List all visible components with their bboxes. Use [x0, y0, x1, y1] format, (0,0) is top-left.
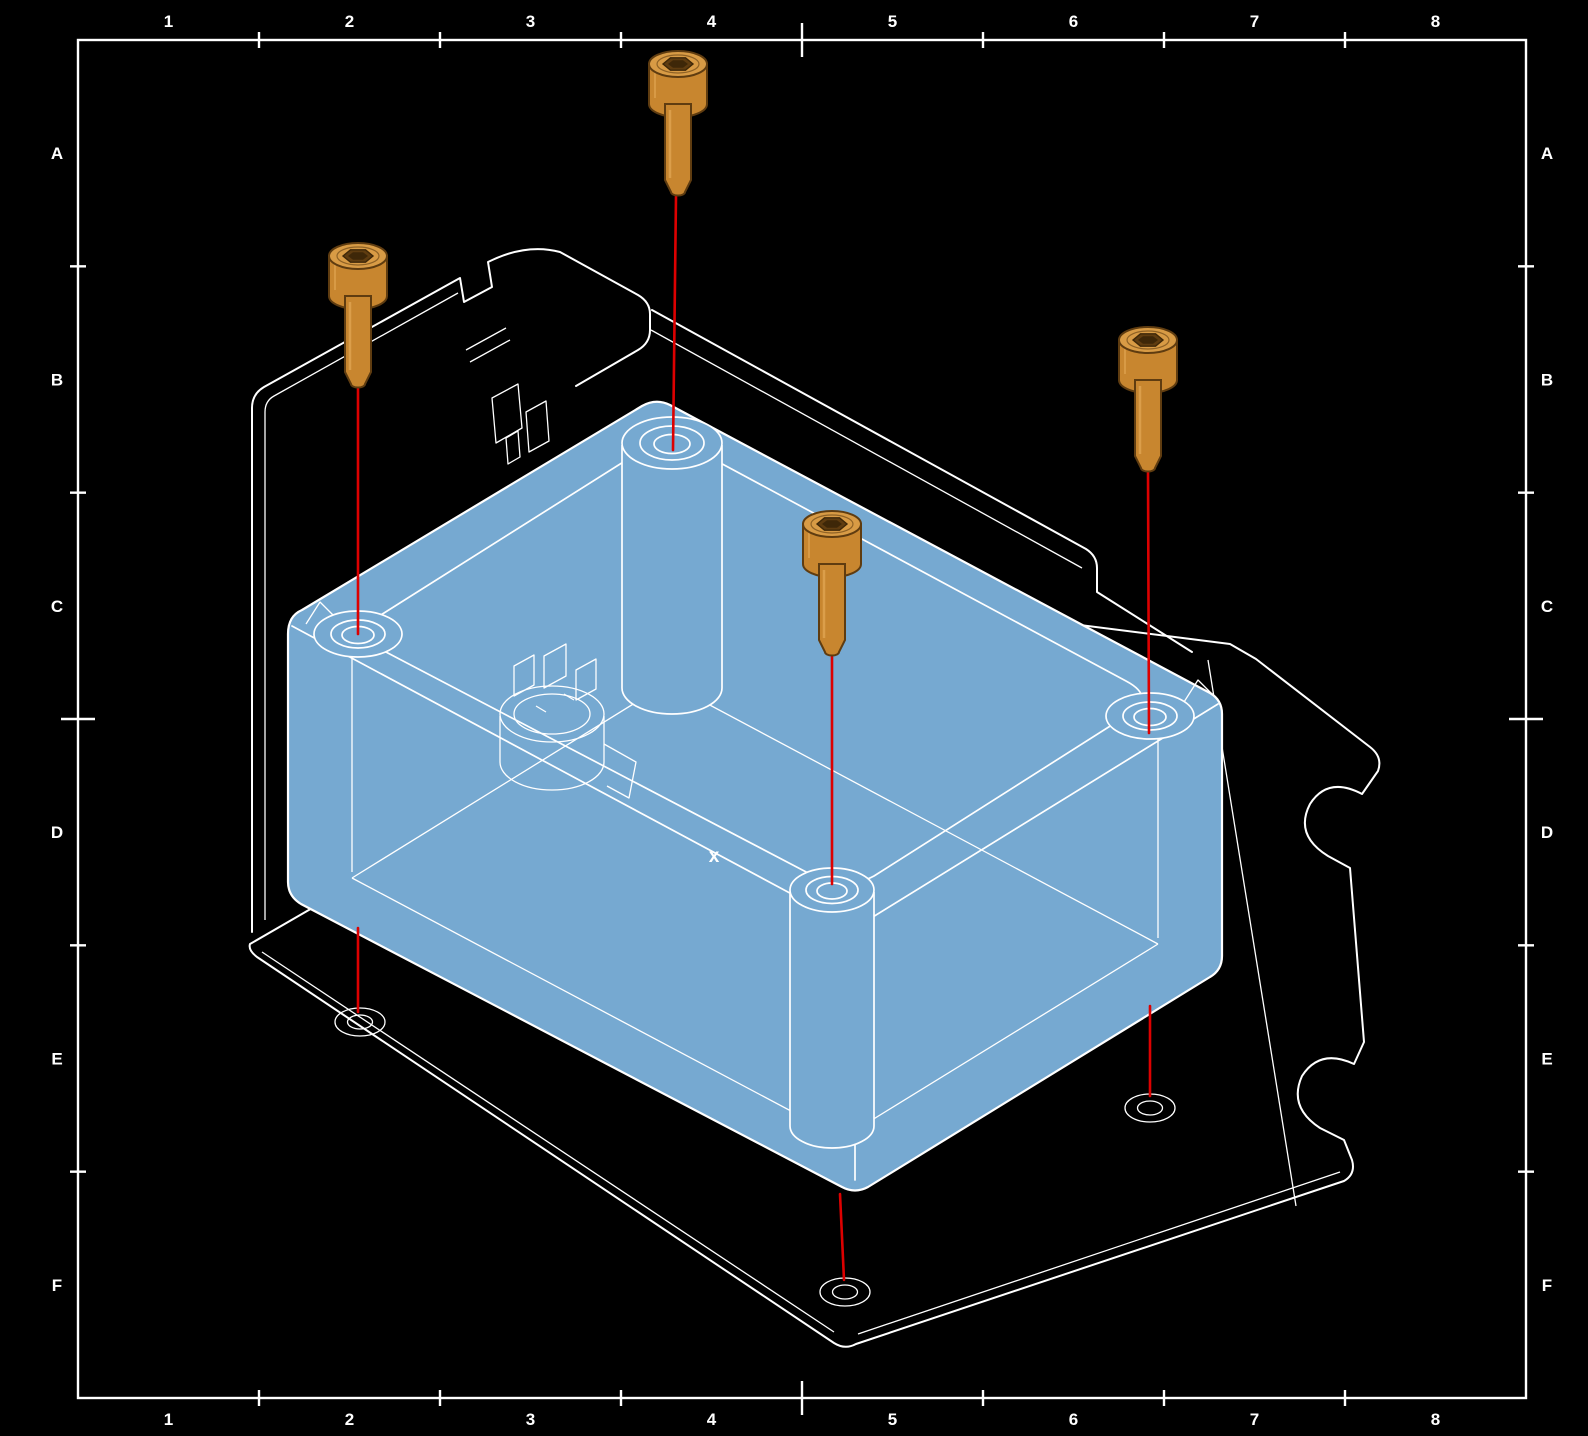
zone-label-col: 2	[345, 1410, 354, 1429]
connector-top	[499, 685, 605, 743]
plate-hole-left	[334, 1007, 386, 1037]
zone-label-col: 4	[707, 12, 717, 31]
zone-label-row: D	[1541, 823, 1553, 842]
zone-label-col: 7	[1250, 12, 1259, 31]
screw-tower	[621, 445, 723, 715]
plate-outer-edge	[248, 595, 1381, 1348]
connector-slots	[535, 693, 575, 713]
zone-label-col: 5	[888, 12, 897, 31]
centerline-center-lower	[838, 1192, 846, 1282]
zone-label-col: 3	[526, 12, 535, 31]
zone-label-row: C	[51, 597, 63, 616]
connector-body	[499, 716, 605, 791]
cover-hinge-lines	[465, 327, 511, 363]
zone-label-row: B	[1541, 371, 1553, 390]
zone-label-row: F	[52, 1276, 62, 1295]
floor-mark: x	[709, 846, 720, 867]
cover-inner-edge	[264, 292, 459, 920]
zone-label-row: A	[1541, 144, 1553, 163]
zone-label-col: 2	[345, 12, 354, 31]
zone-label-col: 8	[1431, 1410, 1440, 1429]
zone-label-row: E	[1541, 1050, 1552, 1069]
rim-notch-left	[305, 601, 337, 625]
zone-label-col: 7	[1250, 1410, 1259, 1429]
zone-label-row: D	[51, 823, 63, 842]
zone-label-col: 6	[1069, 12, 1078, 31]
connector-latch	[603, 743, 637, 799]
zone-label-col: 4	[707, 1410, 717, 1429]
zone-ticks	[61, 23, 1543, 1415]
enclosure-silhouette	[286, 400, 1224, 1192]
cover-outline	[251, 248, 1193, 933]
rim-notch-right	[1183, 679, 1215, 703]
cover-clip-detail	[491, 383, 550, 465]
connector-face	[513, 693, 591, 735]
connector	[499, 643, 637, 799]
plate-hole-front-inner	[831, 1284, 859, 1300]
cover-outer-edge	[251, 248, 651, 933]
centerline-right-screw	[1146, 468, 1151, 735]
zone-label-col: 6	[1069, 1410, 1078, 1429]
front-boss-hole	[816, 882, 848, 900]
cover-top-edge-inner	[650, 329, 1083, 569]
cover-top-edge	[651, 309, 1193, 653]
zone-label-row: A	[51, 144, 63, 163]
zone-label-col: 3	[526, 1410, 535, 1429]
front-boss	[789, 892, 875, 1149]
plate-hole-right-inner	[1136, 1100, 1164, 1116]
zone-label-row: F	[1542, 1276, 1552, 1295]
floor-edges	[351, 684, 1159, 1137]
plate-thickness-right	[857, 1171, 1341, 1335]
zone-label-col: 1	[164, 12, 173, 31]
zone-label-col: 1	[164, 1410, 173, 1429]
zone-label-col: 8	[1431, 12, 1440, 31]
zone-label-row: E	[51, 1050, 62, 1069]
zone-label-col: 5	[888, 1410, 897, 1429]
enclosure-body: x	[286, 400, 1224, 1192]
centerlines	[356, 194, 1152, 1282]
plate-hole-left-inner	[346, 1014, 374, 1030]
zone-label-row: B	[51, 371, 63, 390]
centerline-top-screw	[671, 194, 678, 452]
zone-label-row: C	[1541, 597, 1553, 616]
